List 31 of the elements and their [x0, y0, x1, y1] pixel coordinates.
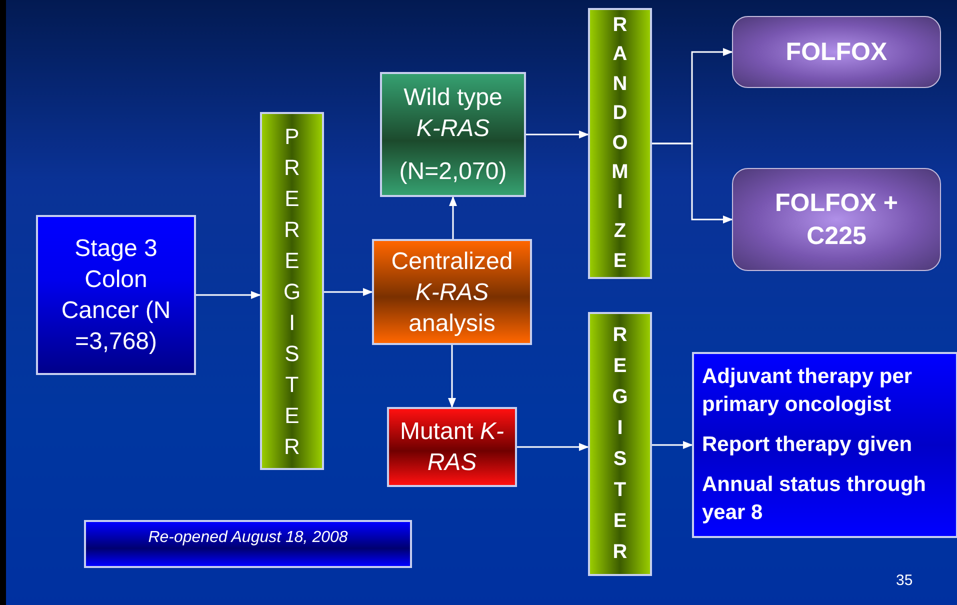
- arrow: [652, 441, 693, 449]
- info-box: [692, 352, 957, 538]
- node-text: Mutant K-RAS: [398, 417, 506, 478]
- node-text: Centralized K-RAS analysis: [390, 246, 514, 338]
- process-box: [36, 215, 196, 375]
- page-number: 35: [896, 571, 913, 591]
- node-text: (N=2,070): [399, 157, 507, 187]
- node-text: Adjuvant therapy per primary oncologist: [702, 364, 914, 418]
- node-text: Annual status through year 8: [702, 472, 927, 526]
- vertical-bar: [260, 112, 324, 470]
- node-text: Re-opened August 18, 2008: [148, 528, 348, 548]
- node-text: FOLFOX: [786, 36, 888, 68]
- node-text: Stage 3 Colon Cancer (N =3,768): [60, 234, 172, 357]
- process-box: [380, 72, 526, 197]
- vertical-bar: [588, 8, 652, 279]
- node-text: FOLFOX + C225: [774, 188, 899, 252]
- arrow: [196, 291, 261, 299]
- rounded-box: [732, 168, 941, 271]
- rounded-box: [732, 16, 941, 88]
- process-box: [372, 239, 532, 345]
- note-box: [84, 520, 412, 568]
- arrow: [652, 142, 733, 224]
- node-text: Report therapy given: [702, 432, 914, 458]
- arrow: [448, 345, 456, 408]
- arrow: [526, 130, 589, 138]
- arrow: [449, 196, 457, 239]
- node-text: Wild type K-RAS: [402, 83, 504, 144]
- arrow: [324, 288, 373, 296]
- arrow: [517, 443, 589, 451]
- vertical-bar: [588, 312, 652, 576]
- process-box: [387, 407, 517, 487]
